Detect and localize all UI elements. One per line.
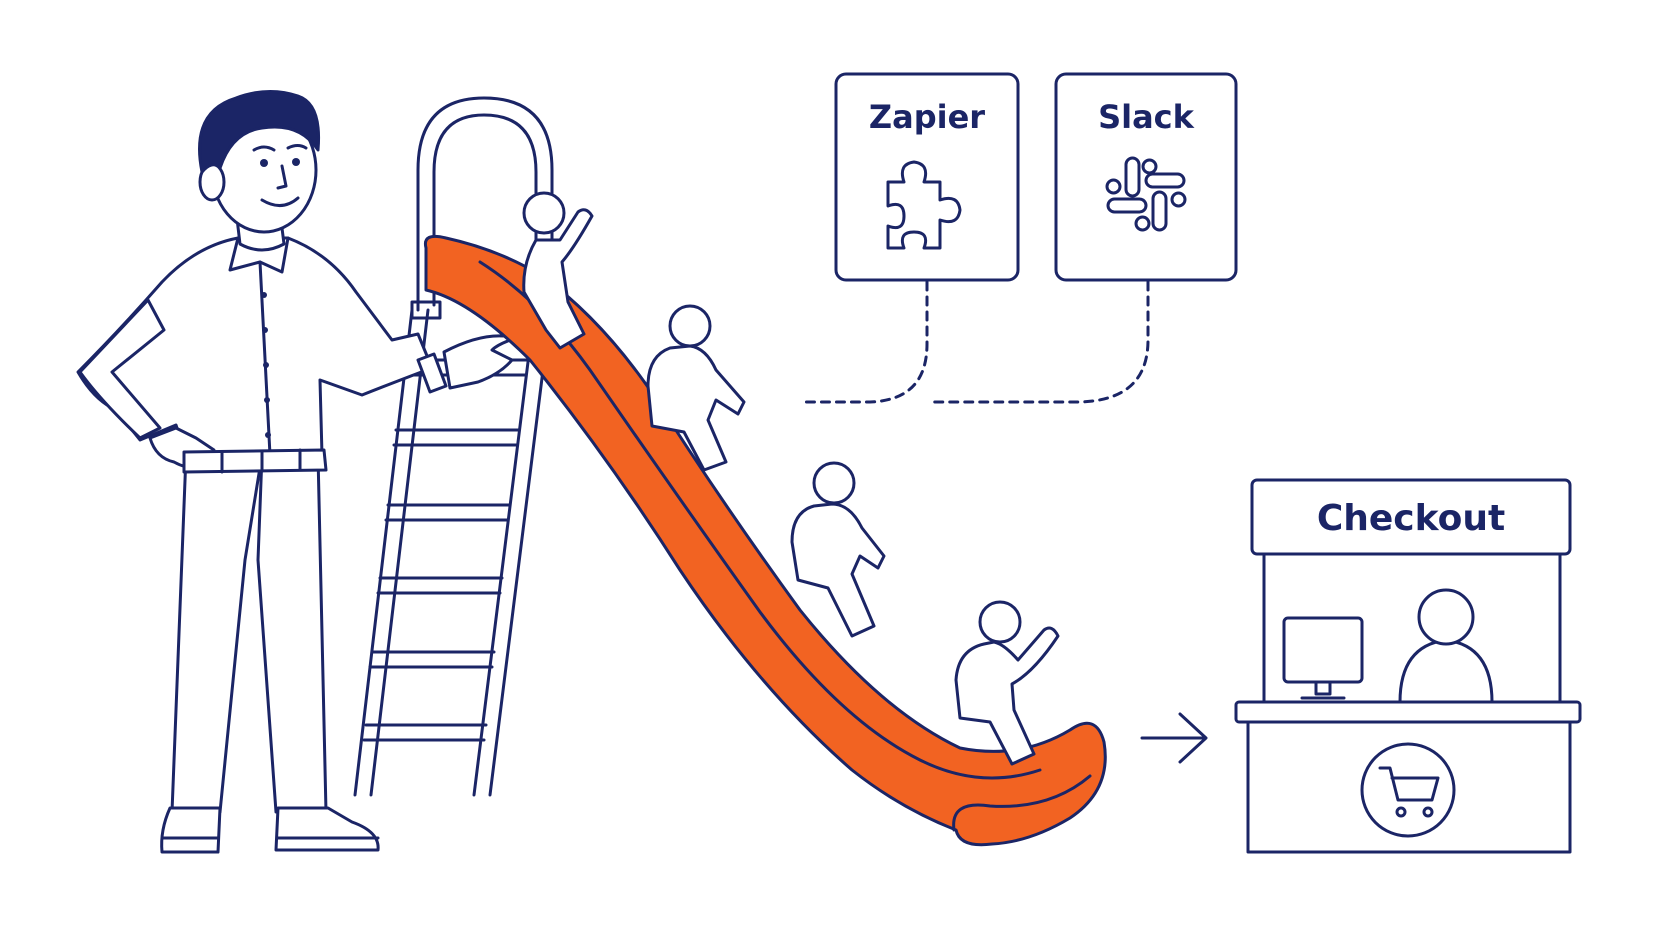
arrow-right-icon [1140,712,1208,764]
counter-top [1234,700,1582,724]
zapier-card: Zapier [834,72,1020,282]
right-shoe [274,806,380,852]
open-hand [442,334,518,390]
zapier-label: Zapier [869,98,985,136]
child-figure-1 [522,191,594,350]
checkout-stand: Checkout [1234,478,1582,854]
child-figure-4 [954,600,1060,766]
hair [198,89,321,174]
child-figure-2 [646,304,746,472]
ladder [353,96,554,797]
puzzle-piece-icon [886,160,962,250]
slack-card: Slack [1054,72,1238,282]
zapier-connector [804,280,929,404]
slide-chute [423,234,1107,847]
man-figure [76,89,518,854]
checkout-label: Checkout [1317,498,1505,539]
cashier [1398,638,1494,704]
belt [182,448,328,474]
monitor [1282,616,1364,684]
slack-logo-icon [1105,156,1187,232]
shopping-cart-icon [1378,766,1440,818]
slack-label: Slack [1098,98,1195,136]
slack-connector [928,280,1150,404]
trousers [170,453,264,814]
slide [423,234,1107,847]
child-figure-3 [790,461,886,638]
left-shoe [160,806,222,854]
checkout-sign [1250,478,1572,556]
